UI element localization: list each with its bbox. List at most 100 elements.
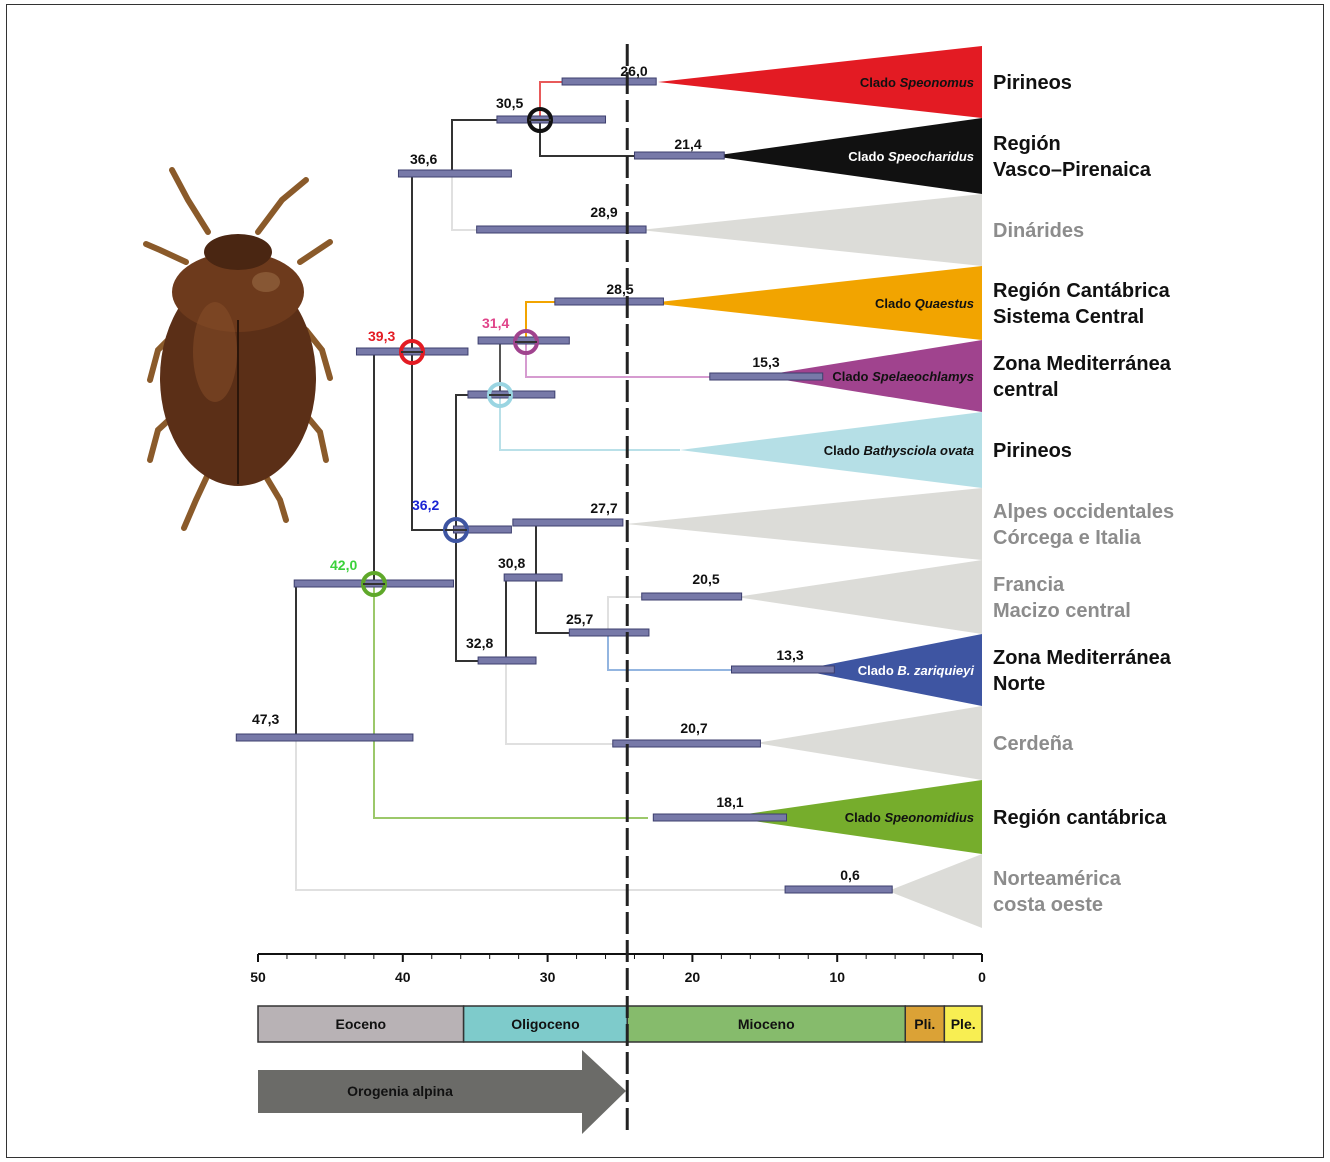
region-label: Cerdeña <box>993 733 1074 755</box>
clade-triangle <box>888 854 982 928</box>
region-label: Dinárides <box>993 220 1084 242</box>
node-age-25-7: 25,7 <box>566 611 593 627</box>
tree-branch <box>500 395 680 450</box>
confidence-bar <box>613 740 761 747</box>
clade-age: 15,3 <box>752 354 779 370</box>
tree-branch <box>452 174 642 230</box>
region-label: costa oeste <box>993 894 1103 916</box>
clade-label: Clado Bathysciola ovata <box>824 443 974 458</box>
confidence-bar <box>785 886 892 893</box>
tree-branch <box>506 578 536 661</box>
clade-triangle <box>736 560 982 634</box>
confidence-bar <box>478 657 536 664</box>
tree-branch <box>506 661 700 744</box>
clade-label: Clado Speonomus <box>860 75 974 90</box>
tree-branch <box>456 395 500 530</box>
clade-age: 28,5 <box>606 281 633 297</box>
tree-branch <box>536 523 620 578</box>
tree-branch <box>374 352 412 584</box>
confidence-bar <box>642 593 742 600</box>
clade-age: 18,1 <box>716 794 743 810</box>
tree-branch <box>374 584 648 818</box>
node-age-30-8: 30,8 <box>498 555 525 571</box>
epoch-label: Ple. <box>951 1016 976 1032</box>
clade-age: 28,9 <box>590 204 617 220</box>
epoch-label: Pli. <box>914 1016 935 1032</box>
clade-label: Clado B. zariquieyi <box>858 663 975 678</box>
clade-age: 21,4 <box>674 136 701 152</box>
epoch-label: Oligoceno <box>511 1016 579 1032</box>
epoch-label: Eoceno <box>336 1016 387 1032</box>
region-label: central <box>993 379 1059 401</box>
clade-triangle <box>626 488 982 560</box>
region-label: Francia <box>993 574 1065 596</box>
axis-tick-label: 40 <box>395 969 411 985</box>
region-label: Pirineos <box>993 440 1072 462</box>
tree-branch <box>608 597 700 633</box>
tree-branch <box>296 584 374 738</box>
confidence-bar <box>653 814 786 821</box>
node-age-black: 30,5 <box>496 95 523 111</box>
orogeny-label: Orogenia alpina <box>347 1083 453 1099</box>
axis-tick-label: 10 <box>829 969 845 985</box>
region-label: Alpes occidentales <box>993 501 1174 523</box>
clade-label: Clado Speocharidus <box>848 149 974 164</box>
region-label: Zona Mediterránea <box>993 647 1172 669</box>
confidence-bar <box>710 373 823 380</box>
node-age-red: 39,3 <box>368 328 395 344</box>
clade-label: Clado Quaestus <box>875 296 974 311</box>
region-label: Norte <box>993 673 1045 695</box>
axis-tick-label: 20 <box>685 969 701 985</box>
confidence-bar <box>398 170 511 177</box>
clade-age: 27,7 <box>590 500 617 516</box>
axis-tick-label: 50 <box>250 969 266 985</box>
confidence-bar <box>634 152 724 159</box>
confidence-bars <box>236 78 892 893</box>
region-label: Córcega e Italia <box>993 527 1142 549</box>
tree-branch <box>452 120 540 174</box>
clade-triangles <box>626 46 982 928</box>
region-label: Macizo central <box>993 600 1131 622</box>
node-age-blue: 36,2 <box>412 497 439 513</box>
clade-label: Clado Speonomidius <box>845 810 974 825</box>
region-label: Región Cantábrica <box>993 280 1171 302</box>
confidence-bar <box>569 629 649 636</box>
confidence-bar <box>513 519 623 526</box>
node-age-32-8: 32,8 <box>466 635 493 651</box>
epoch-bar: Eoceno Oligoceno Mioceno Pli. Ple. <box>258 1006 982 1042</box>
clade-age: 20,7 <box>680 720 707 736</box>
clade-label: Clado Spelaeochlamys <box>832 369 974 384</box>
tree-branch <box>540 82 624 120</box>
tree-branch <box>412 174 452 352</box>
clade-age: 0,6 <box>840 867 860 883</box>
region-label: Sistema Central <box>993 306 1144 328</box>
region-label: Región <box>993 133 1061 155</box>
region-label: Vasco–Pirenaica <box>993 159 1152 181</box>
axis-tick-label: 30 <box>540 969 556 985</box>
confidence-bar <box>562 78 656 85</box>
beetle-illustration <box>146 170 330 528</box>
epoch-label: Mioceno <box>738 1016 795 1032</box>
confidence-bar <box>236 734 413 741</box>
node-age-magenta: 31,4 <box>482 315 509 331</box>
node-age-root: 47,3 <box>252 711 279 727</box>
clade-triangle <box>640 194 982 266</box>
node-age-green: 42,0 <box>330 557 357 573</box>
tree-branch <box>526 302 640 342</box>
region-label: Norteamérica <box>993 868 1122 890</box>
clade-age: 26,0 <box>620 63 647 79</box>
region-label: Región cantábrica <box>993 807 1167 829</box>
tree-branch <box>526 342 745 377</box>
orogeny-arrow: Orogenia alpina <box>258 1050 626 1134</box>
node-age-36-6: 36,6 <box>410 151 437 167</box>
confidence-bar <box>555 298 664 305</box>
tree-branch <box>608 633 760 670</box>
clade-age: 13,3 <box>776 647 803 663</box>
region-label: Pirineos <box>993 72 1072 94</box>
tree-branch <box>500 342 526 395</box>
confidence-bar <box>504 574 562 581</box>
clade-triangle <box>756 706 982 780</box>
clade-age: 20,5 <box>692 571 719 587</box>
